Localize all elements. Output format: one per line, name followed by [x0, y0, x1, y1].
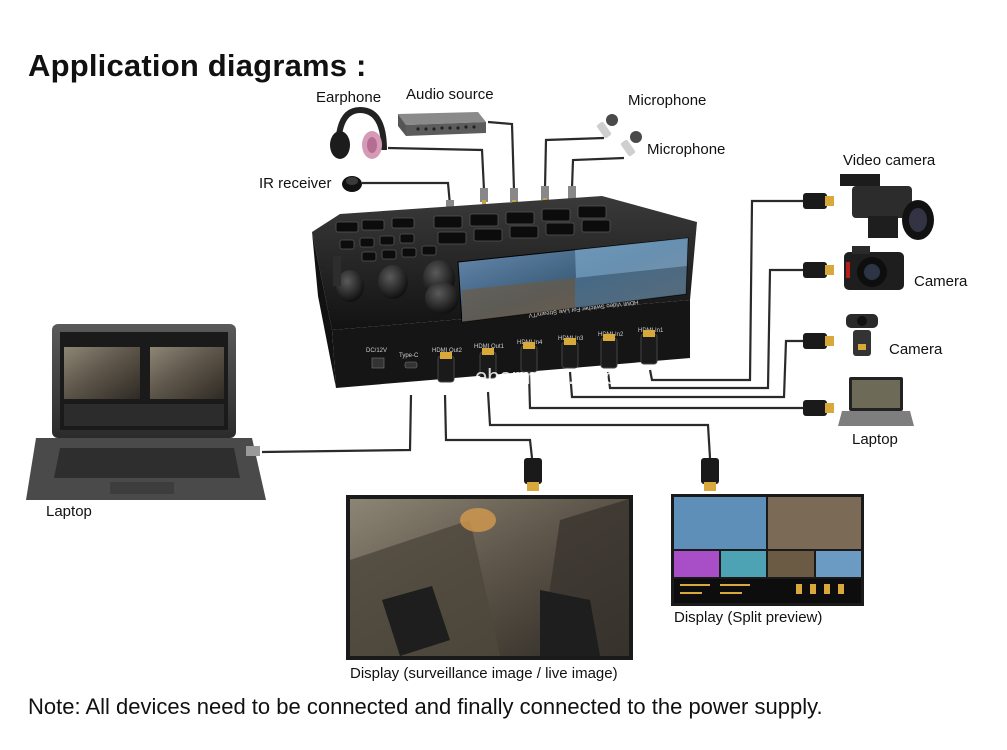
laptop-right-icon: [838, 377, 914, 426]
camera-cable-1: [606, 268, 803, 390]
video-camera-icon: [840, 174, 934, 240]
camera-icon-2: [846, 314, 878, 356]
type-c-port: [404, 361, 418, 369]
display-split-cable: [486, 391, 712, 459]
display-live-cable: [443, 394, 534, 459]
label-display-split: Display (Split preview): [674, 609, 823, 626]
hdmi-connector-display-live: [524, 458, 542, 491]
hdmi-connector-camera-2: [803, 333, 834, 349]
laptop-left-icon: [26, 324, 266, 500]
hdmi-plug-in2: [600, 334, 618, 369]
hdmi-connectors-displays: [524, 458, 719, 491]
hdmi-connector-laptop-right: [803, 400, 834, 416]
video-camera-cable: [648, 199, 803, 382]
label-laptop-right: Laptop: [852, 431, 898, 448]
earphone-icon: [330, 106, 387, 159]
device-front-panel: [332, 300, 690, 388]
split-preview-pane-5: [768, 551, 814, 577]
hdmi-connector-camera-1: [803, 262, 834, 278]
device-knobs: [333, 256, 459, 314]
label-ir-receiver: IR receiver: [259, 175, 332, 192]
label-camera-2: Camera: [889, 341, 943, 358]
watermark: eborm.en.ba.com: [475, 364, 646, 389]
microphone-icon-1: [596, 114, 618, 139]
label-camera-1: Camera: [914, 273, 968, 290]
label-microphone-2: Microphone: [647, 141, 726, 158]
hdmi-plug-in3: [561, 338, 579, 369]
earphone-cable: [387, 146, 486, 191]
microphone-icon-2: [620, 131, 642, 157]
knob-2: [378, 265, 408, 299]
port-label-hdmi-out1: HDMI Out1: [474, 344, 505, 350]
microphone-cable-2: [570, 156, 625, 189]
hdmi-plug-out1: [479, 348, 497, 379]
audio-source-icon: [398, 112, 486, 136]
fader: [333, 256, 341, 286]
port-label-hdmi-out2: HDMI Out2: [432, 348, 463, 354]
audio-source-cable: [487, 120, 516, 191]
display-live-icon: [346, 495, 633, 660]
ir-receiver-icon: [342, 176, 362, 192]
footer-note: Note: All devices need to be connected a…: [28, 694, 823, 719]
display-split-icon: [671, 494, 864, 606]
microphone-cable-1: [543, 136, 605, 189]
split-preview-status-bar: [674, 579, 861, 603]
split-preview-pane-4: [721, 551, 766, 577]
hdmi-plug-in4: [520, 342, 538, 373]
dc-port: [371, 357, 385, 369]
cables: [261, 120, 803, 459]
label-display-live: Display (surveillance image / live image…: [350, 665, 618, 682]
hdmi-connectors-right: [803, 193, 834, 416]
camera-cable-2: [568, 339, 803, 399]
page-title: Application diagrams :: [28, 48, 367, 83]
label-microphone-1: Microphone: [628, 92, 707, 109]
label-audio-source: Audio source: [406, 86, 494, 103]
laptop-right-cable: [527, 371, 803, 410]
hdmi-plug-in1: [640, 330, 658, 365]
knob-1: [336, 270, 364, 302]
split-preview-pane-2: [768, 497, 861, 549]
label-video-camera: Video camera: [843, 152, 936, 169]
split-preview-pane-1: [674, 497, 766, 549]
earphone-plug: [480, 188, 488, 208]
label-laptop-left: Laptop: [46, 503, 92, 520]
laptop-left-cable: [261, 394, 413, 454]
hdmi-connector-display-split: [701, 458, 719, 491]
device-hdmi-plugs: [437, 330, 658, 383]
camera-icon-1: [844, 246, 904, 290]
hdmi-connector-video-camera: [803, 193, 834, 209]
split-preview-pane-3: [674, 551, 719, 577]
port-label-dc: DC/12V: [366, 348, 387, 354]
split-preview-pane-6: [816, 551, 861, 577]
knob-4: [425, 282, 459, 314]
device-buttons: [335, 205, 611, 262]
hdmi-plug-out2: [437, 352, 455, 383]
video-switcher-device: HDMI Video Switcher For Live Stream/TV D…: [312, 196, 697, 389]
ir-receiver-cable: [362, 181, 452, 206]
label-earphone: Earphone: [316, 89, 382, 106]
port-label-type-c: Type-C: [399, 353, 419, 359]
